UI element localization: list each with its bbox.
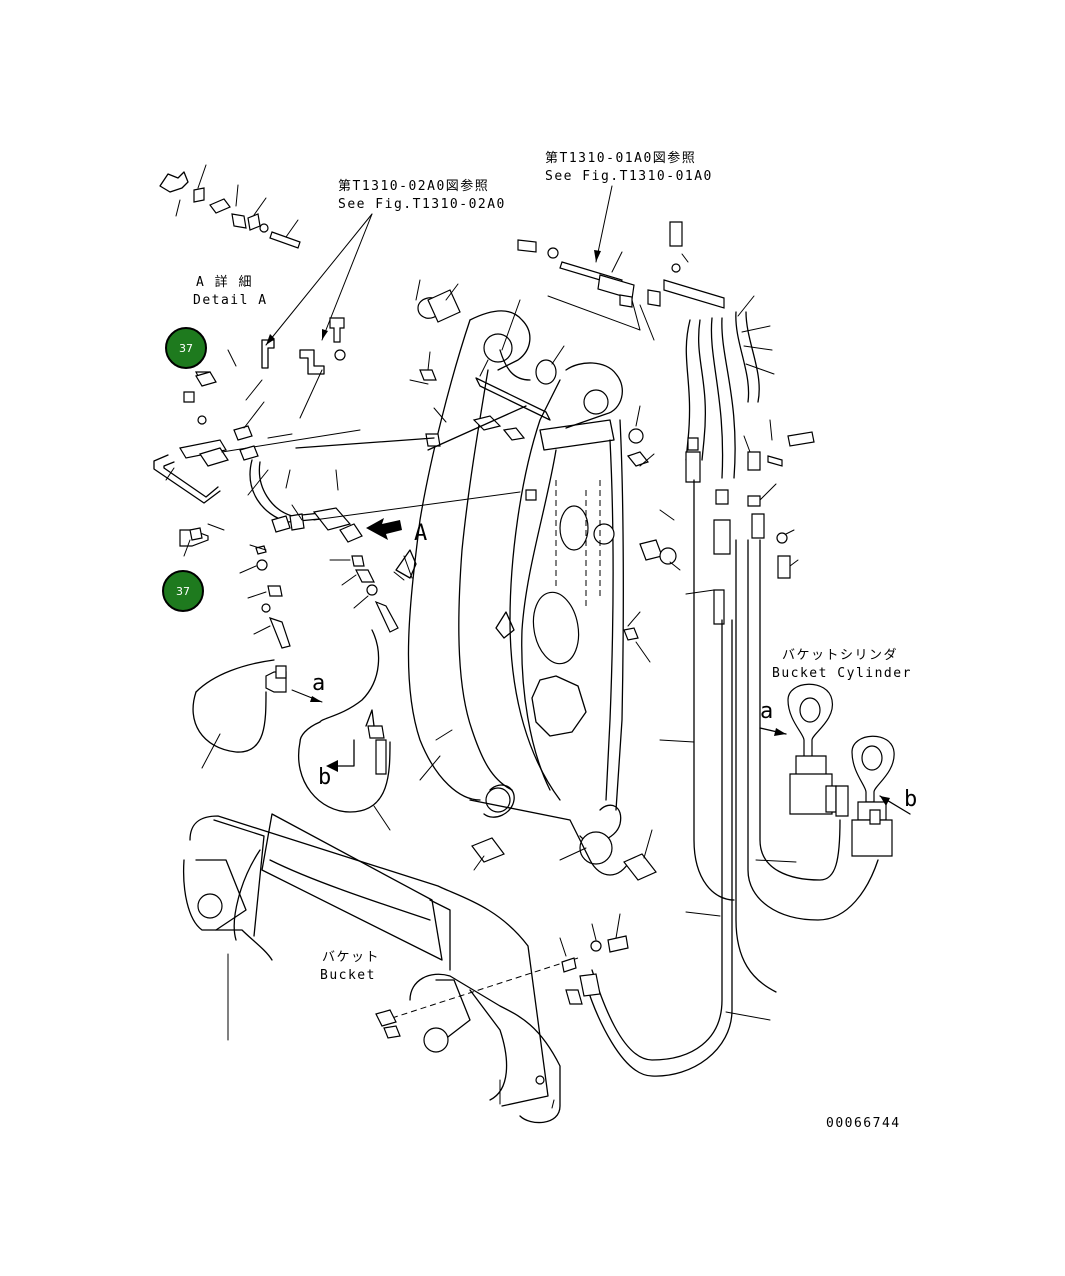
view-a-marker: A (414, 521, 427, 546)
upper-hose-assembly (517, 221, 879, 1077)
callout-label: 37 (176, 585, 190, 598)
bucket-label-en: Bucket (320, 968, 376, 983)
bucket-cylinder-label-en: Bucket Cylinder (772, 666, 912, 681)
cyl-connector-a-label: a (760, 699, 773, 724)
ref-2-jp: 第T1310-01A0図参照 (545, 150, 696, 166)
bucket-cylinder-label-jp: バケットシリンダ (782, 648, 898, 663)
ref-1-en: See Fig.T1310-02A0 (338, 197, 506, 212)
detail-label-jp: A 詳 細 (196, 274, 253, 290)
connector-a-label: a (312, 671, 325, 696)
detail-a-hardware (153, 164, 399, 649)
connector-hoses: a b (192, 629, 391, 831)
callout-badge-37-upper[interactable]: 37 (165, 327, 207, 369)
callout-label: 37 (179, 342, 193, 355)
detail-label-en: Detail A (193, 293, 268, 308)
bucket (182, 813, 629, 1124)
cyl-connector-b-label: b (904, 787, 917, 812)
ref-2-en: See Fig.T1310-01A0 (545, 169, 713, 184)
bucket-label-jp: バケット (322, 950, 380, 965)
ref-1-jp: 第T1310-02A0図参照 (338, 178, 489, 194)
drawing-number: 00066744 (826, 1116, 901, 1131)
arm-frame (295, 279, 681, 881)
bucket-cylinder: a b (759, 683, 917, 857)
callout-badge-37-lower[interactable]: 37 (162, 570, 204, 612)
connector-b-label: b (318, 765, 331, 790)
